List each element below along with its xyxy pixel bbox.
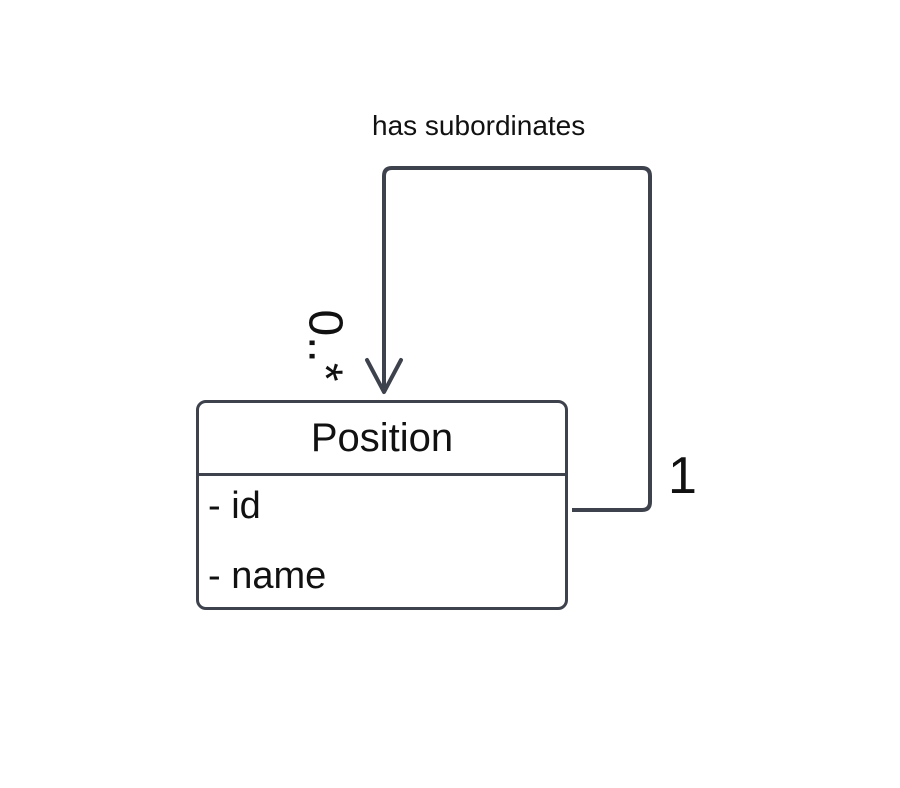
attribute-name: - name (208, 555, 327, 597)
attribute-id: - id (208, 485, 261, 527)
association-line (382, 166, 652, 512)
arrowhead-icon (365, 358, 403, 394)
class-position[interactable]: Position - id - name (196, 400, 568, 610)
association-label: has subordinates (372, 110, 586, 141)
class-name: Position (310, 415, 454, 460)
target-multiplicity: 0..* (298, 309, 352, 382)
source-multiplicity: 1 (668, 447, 697, 505)
class-header: Position (199, 403, 565, 476)
